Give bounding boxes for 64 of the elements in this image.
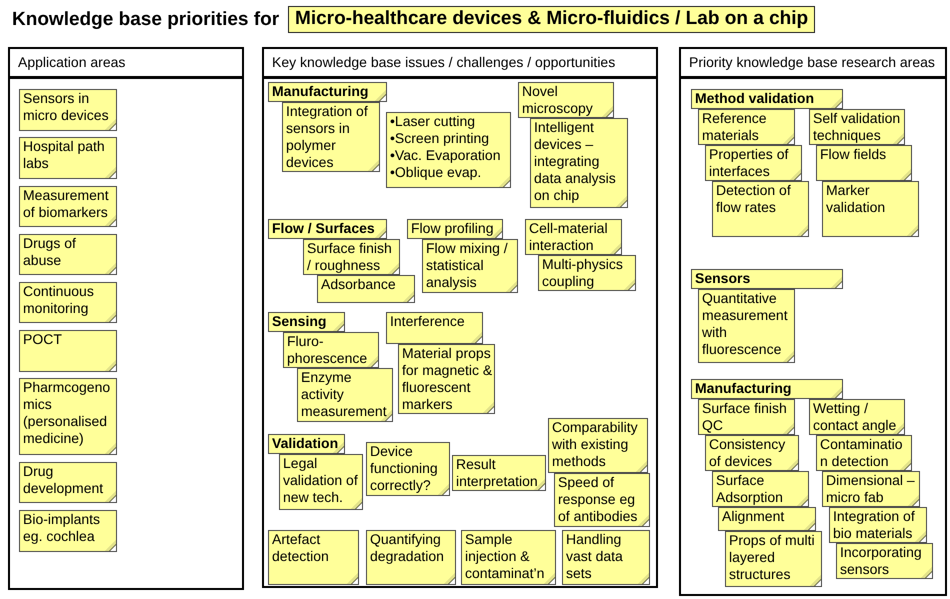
sticky-note: Drug development xyxy=(19,462,117,503)
sticky-note: Surface finish / roughness xyxy=(303,239,400,275)
sticky-note: Dimensional – micro fab xyxy=(822,471,920,507)
sticky-note: Sensing xyxy=(268,312,345,332)
column-panel xyxy=(8,47,244,590)
sticky-note: Enzyme activity measurement xyxy=(297,368,393,422)
sticky-note: Pharmcogeno mics (personalised medicine) xyxy=(19,378,117,455)
highlighted-heading: Micro-healthcare devices & Micro-fluidics / Lab on a chip xyxy=(288,6,816,33)
column-heading: Application areas xyxy=(10,49,242,79)
sticky-note: Surface finish QC xyxy=(698,399,795,435)
sticky-note: Material props for magnetic & fluorescent markers xyxy=(398,344,495,414)
sticky-note: Sensors in micro devices xyxy=(19,89,117,131)
sticky-note: Flow mixing / statistical analysis xyxy=(422,239,518,293)
column-heading: Key knowledge base issues / challenges / opportunities xyxy=(264,49,656,79)
sticky-note: Validation xyxy=(268,434,345,454)
sticky-note: Speed of response eg of antibodies xyxy=(554,473,650,527)
sticky-note: Integration of bio materials xyxy=(829,507,927,543)
sticky-note: Legal validation of new tech. xyxy=(279,454,363,510)
sticky-note: Flow fields xyxy=(816,145,912,181)
sticky-note: Surface Adsorption xyxy=(712,471,809,507)
sticky-note: Wetting / contact angle xyxy=(809,399,905,435)
sticky-note: Integration of sensors in polymer devices xyxy=(282,102,380,172)
sticky-note: Props of multi layered structures xyxy=(725,531,822,587)
sticky-note: Detection of flow rates xyxy=(712,181,809,237)
sticky-note: Consistency of devices xyxy=(705,435,799,471)
sticky-note: Quantifying degradation xyxy=(366,530,456,585)
sticky-note: Quantitative measurement with fluorescence xyxy=(698,289,795,363)
sticky-note: Marker validation xyxy=(822,181,919,237)
sticky-note: Sample injection & contaminat’n xyxy=(461,530,556,585)
sticky-note: Comparability with existing methods xyxy=(548,418,648,473)
sticky-note: Intelligent devices – integrating data analysis on chip xyxy=(530,118,628,208)
sticky-note: Incorporating sensors xyxy=(836,543,933,579)
sticky-note: Flow / Surfaces xyxy=(268,219,387,239)
sticky-note: Continuous monitoring xyxy=(19,282,117,323)
sticky-note: Multi-physics coupling xyxy=(538,255,636,291)
sticky-note: POCT xyxy=(19,330,117,372)
sticky-note: Flow profiling xyxy=(407,219,503,239)
sticky-note: Adsorbance xyxy=(317,275,415,303)
sticky-note: Handling vast data sets xyxy=(562,530,650,585)
sticky-note: Manufacturing xyxy=(691,379,843,399)
sticky-note: Drugs of abuse xyxy=(19,234,117,275)
sticky-note: Artefact detection xyxy=(268,530,359,585)
sticky-note: Contaminatio n detection xyxy=(816,435,912,471)
sticky-note: Bio-implants eg. cochlea xyxy=(19,510,117,552)
sticky-note: Sensors xyxy=(691,269,843,289)
sticky-note: Device functioning correctly? xyxy=(366,442,450,496)
sticky-note: Result interpretation xyxy=(452,455,546,491)
sticky-note: Method validation xyxy=(691,89,843,109)
column-heading: Priority knowledge base research areas xyxy=(681,49,945,79)
sticky-note: Alignment xyxy=(718,507,816,531)
sticky-note: Hospital path labs xyxy=(19,137,117,179)
sticky-note: •Laser cutting •Screen printing •Vac. Evaporation •Oblique evap. xyxy=(386,112,511,188)
column-panel xyxy=(679,47,947,596)
sticky-note: Cell-material interaction xyxy=(525,219,622,255)
sticky-note: Novel microscopy xyxy=(518,82,614,118)
sticky-note: Properties of interfaces xyxy=(705,145,802,181)
sticky-note: Self validation techniques xyxy=(809,109,905,145)
sticky-note: Measurement of biomarkers xyxy=(19,186,117,227)
sticky-note: Fluro- phorescence xyxy=(283,332,379,368)
column-panel xyxy=(262,47,658,588)
sticky-note: Interference xyxy=(386,312,483,344)
sticky-note: Manufacturing xyxy=(268,82,387,102)
page-title: Knowledge base priorities for xyxy=(12,8,280,32)
sticky-note: Reference materials xyxy=(698,109,795,145)
